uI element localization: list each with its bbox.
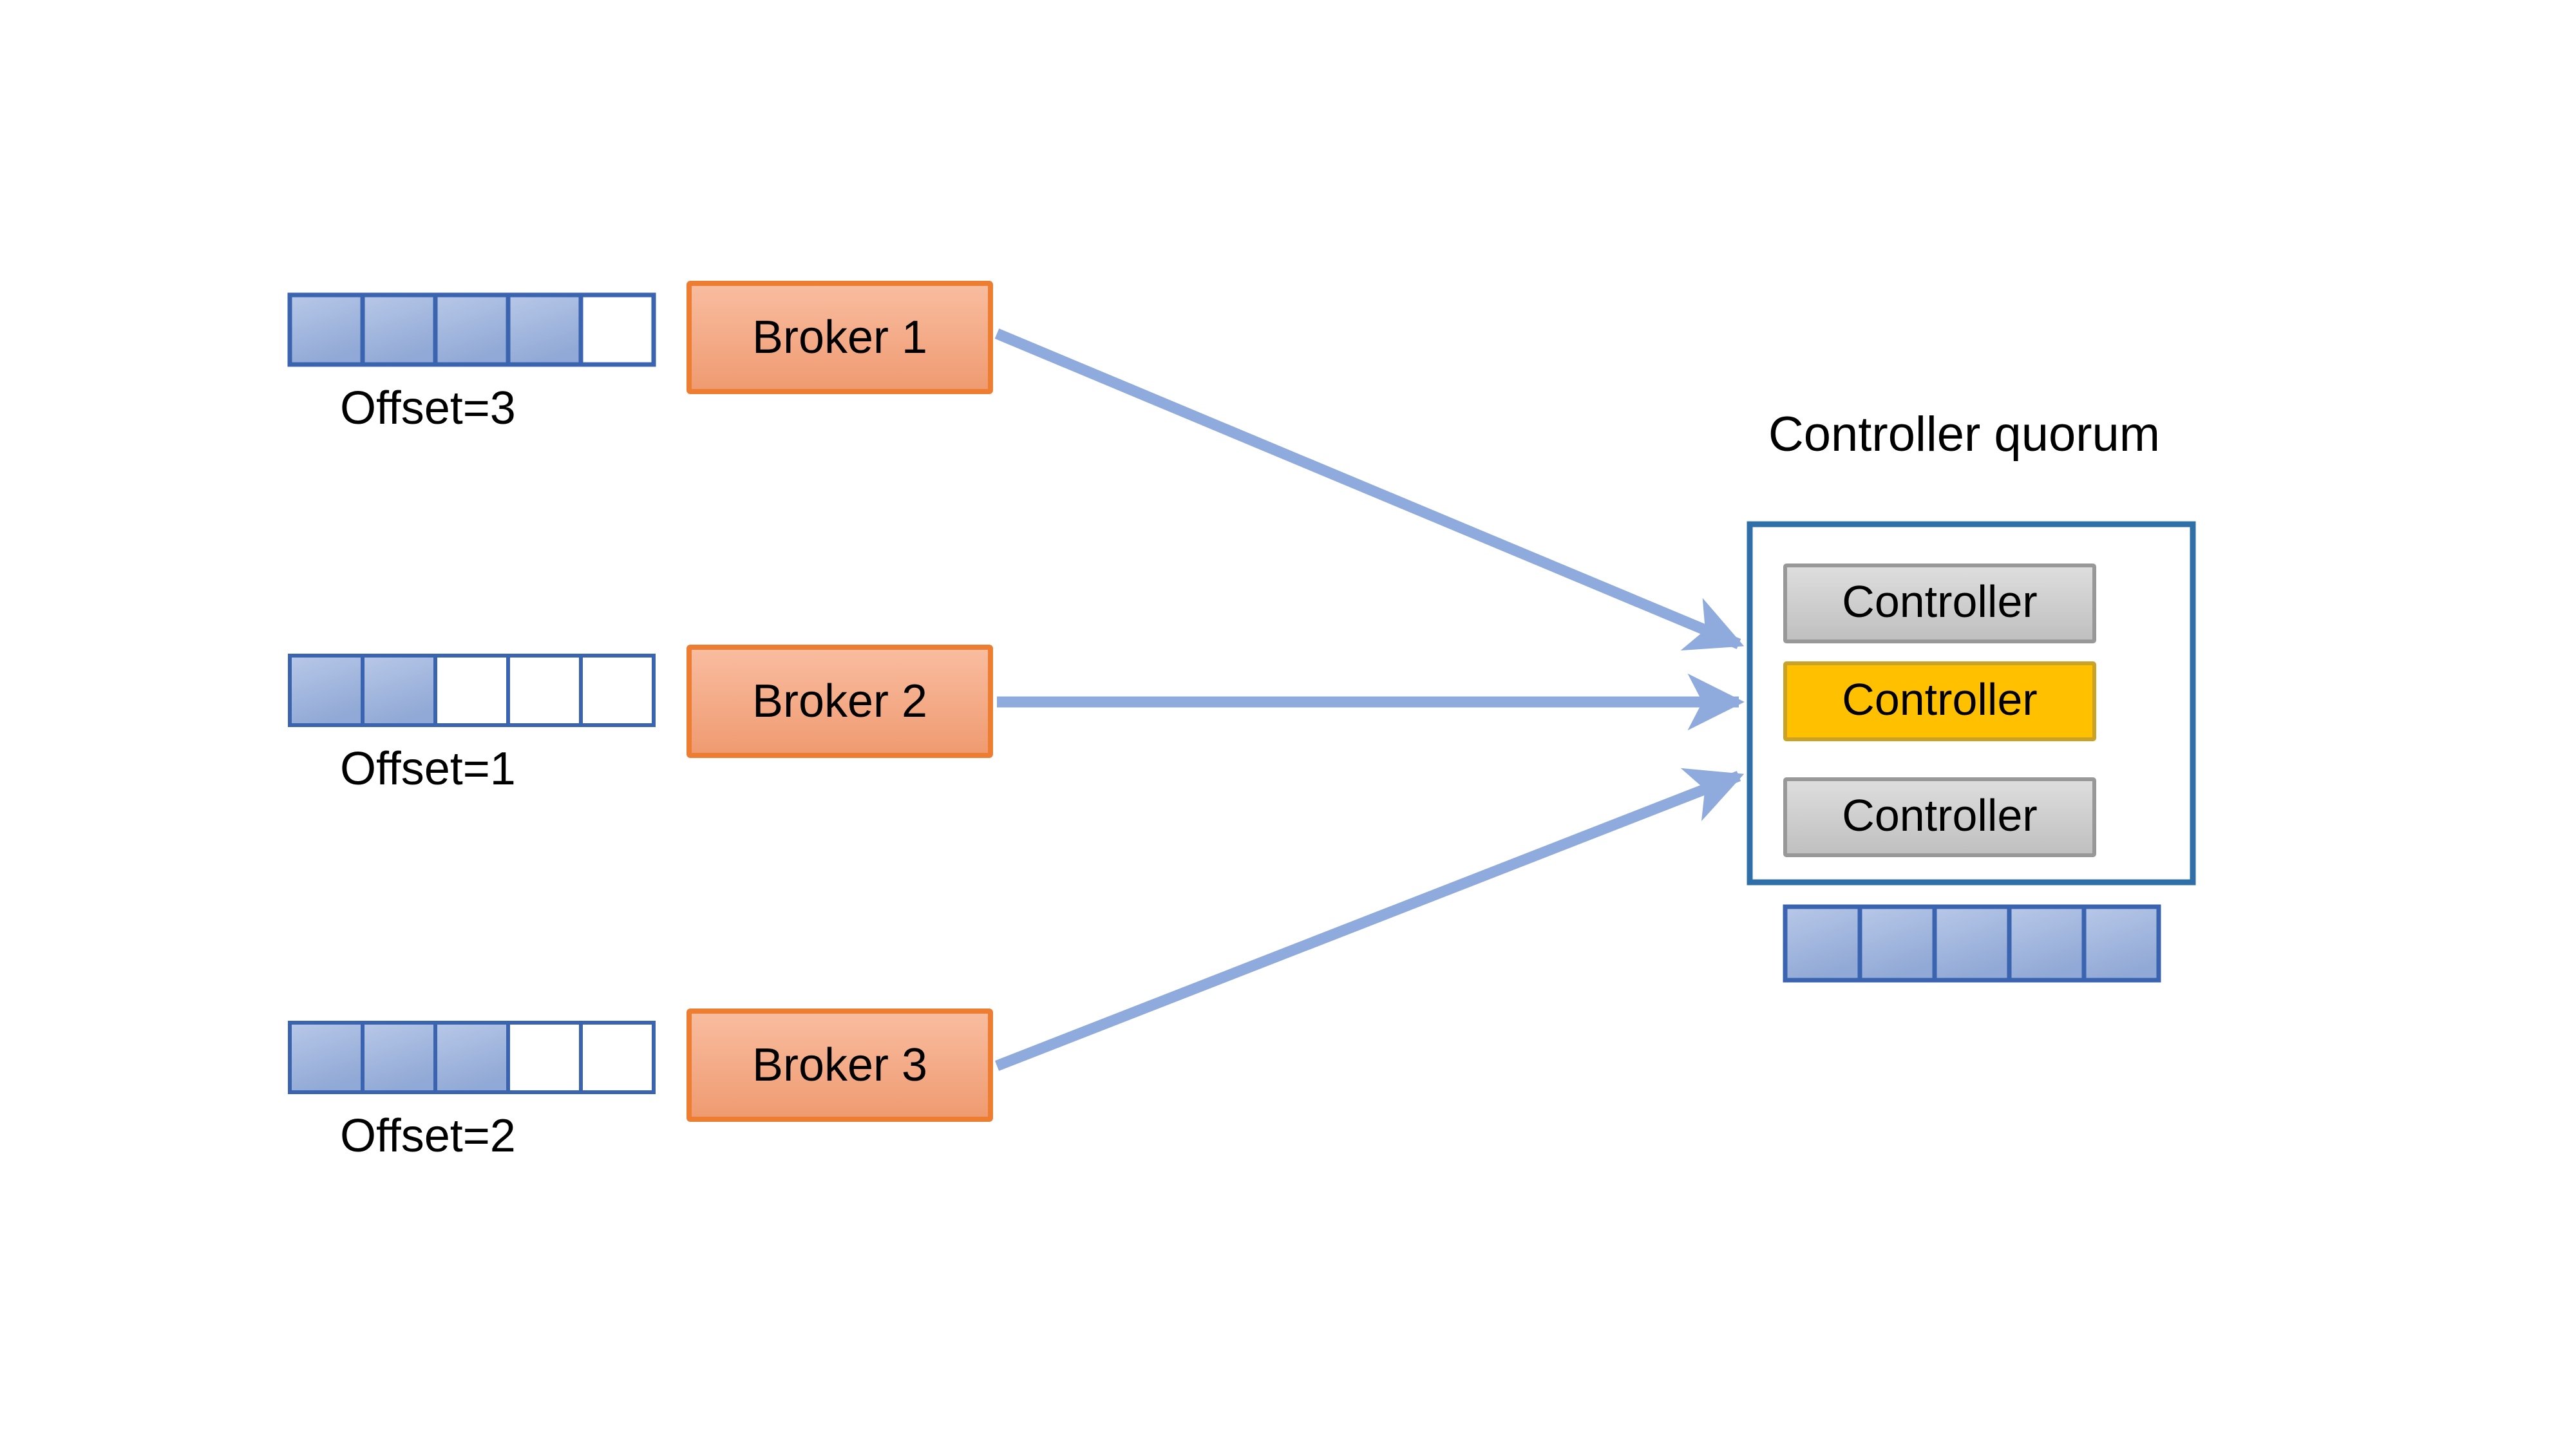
log-cell-filled [2081, 904, 2161, 983]
log-cell-filled [287, 292, 365, 367]
log-cell-filled [360, 292, 438, 367]
log-cell-filled [433, 1021, 510, 1094]
controller-2-label: Controller [1842, 674, 2037, 724]
controller-1-label: Controller [1842, 576, 2037, 627]
broker-1-label: Broker 1 [752, 312, 927, 363]
broker-row-2: Offset=1 Broker 2 [288, 645, 993, 795]
broker-row-1: Offset=3 Broker 1 [287, 281, 993, 434]
log-cell-filled [1932, 904, 2012, 983]
log-cell-empty [579, 1021, 656, 1094]
controller-3-box[interactable] [1783, 777, 2096, 857]
log-cell-filled [1857, 904, 1937, 983]
controller-3[interactable]: Controller [1783, 777, 2096, 857]
log-cell-filled [288, 654, 365, 727]
controller-2-box[interactable] [1783, 661, 2096, 741]
log-cell-filled [2007, 904, 2087, 983]
log-cell-filled [1783, 904, 1862, 983]
log-cell-filled [506, 292, 583, 367]
broker-3-box[interactable] [687, 1009, 993, 1122]
broker-3-label: Broker 3 [752, 1039, 927, 1091]
broker-row-3: Offset=2 Broker 3 [288, 1009, 993, 1162]
broker-2-box[interactable] [687, 645, 993, 758]
log-cell-empty [579, 654, 656, 727]
broker-2-offset-label: Offset=1 [340, 743, 516, 795]
broker-2-label: Broker 2 [752, 676, 927, 727]
log-cell-empty [506, 654, 583, 727]
log-cell-filled [288, 1021, 365, 1094]
broker-3-offset-label: Offset=2 [340, 1110, 516, 1162]
controller-1-box[interactable] [1783, 564, 2096, 643]
log-cell-filled [361, 1021, 437, 1094]
controller-quorum-group: Controller quorum Controller Controller … [1747, 407, 2196, 983]
controller-2[interactable]: Controller [1783, 661, 2096, 741]
log-cell-empty [433, 654, 510, 727]
controller-1[interactable]: Controller [1783, 564, 2096, 643]
arrow-broker-3-to-quorum [994, 768, 1745, 1071]
controller-3-label: Controller [1842, 790, 2037, 840]
controller-quorum-log [1783, 904, 2161, 983]
broker-1-offset-label: Offset=3 [340, 383, 516, 434]
broker-1-log [287, 292, 656, 367]
log-cell-filled [433, 292, 511, 367]
log-cell-empty [506, 1021, 583, 1094]
log-cell-filled [361, 654, 437, 727]
arrow-broker-1-to-quorum [994, 328, 1745, 651]
broker-1-box[interactable] [687, 281, 993, 394]
controller-quorum-title: Controller quorum [1768, 407, 2160, 462]
broker-3-log [288, 1021, 656, 1094]
broker-2-log [288, 654, 656, 727]
arrow-group [994, 328, 1745, 1071]
log-cell-empty [578, 292, 656, 367]
